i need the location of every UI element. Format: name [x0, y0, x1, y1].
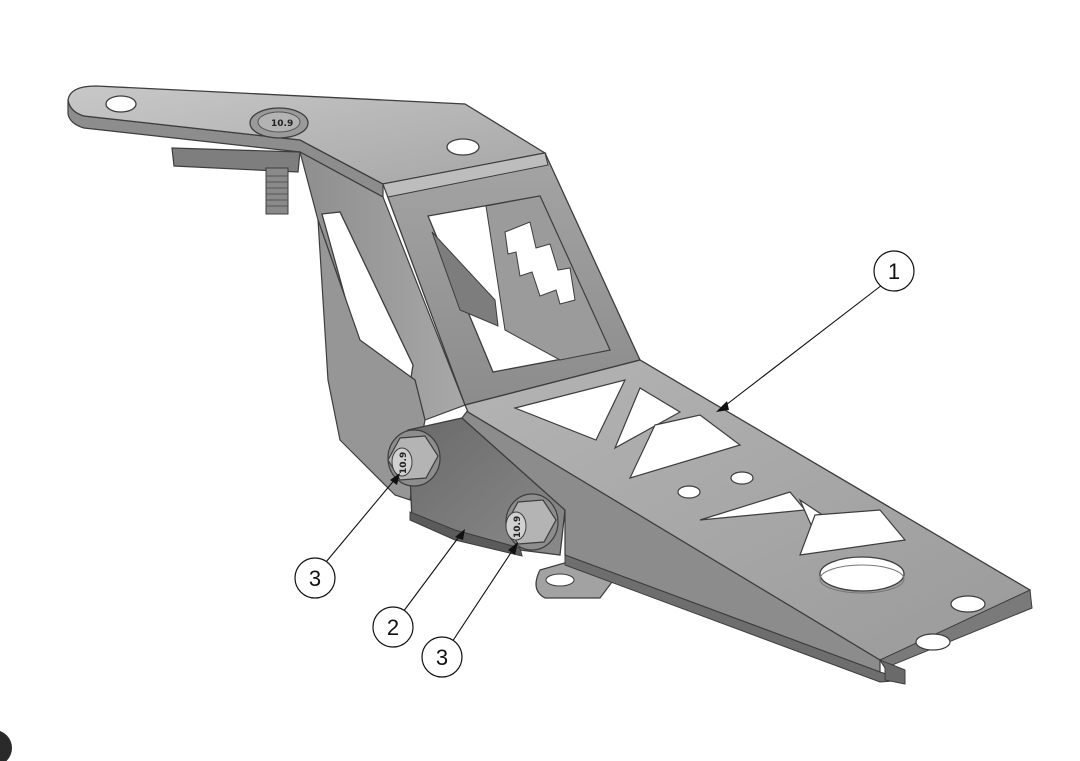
callout-3-lower: 3 — [421, 542, 518, 678]
bolt-lower: 10.9 — [505, 493, 559, 551]
bolt-upper: 10.9 — [387, 429, 441, 487]
callout-3-upper-label: 3 — [309, 566, 321, 591]
corner-mark — [0, 731, 12, 761]
callout-1-label: 1 — [888, 259, 900, 284]
svg-text:10.9: 10.9 — [271, 119, 293, 129]
threaded-stud — [265, 167, 289, 215]
callout-1: 1 — [716, 250, 915, 412]
arm-large-hole — [819, 556, 905, 592]
mount-hole-right — [446, 138, 480, 156]
upper-box — [299, 150, 641, 441]
bolt-lower-marking: 10.9 — [513, 516, 523, 538]
logo-cutout — [504, 221, 576, 305]
callout-2-label: 2 — [387, 615, 399, 640]
callout-3-upper: 3 — [294, 473, 400, 599]
callout-2: 2 — [372, 529, 465, 648]
mount-hole-left — [105, 95, 137, 113]
countersunk-screw: 10.9 — [249, 107, 309, 139]
bolt-upper-marking: 10.9 — [399, 452, 409, 474]
callout-3-lower-label: 3 — [436, 645, 448, 670]
main-arm — [461, 359, 1033, 685]
left-leg — [317, 219, 426, 501]
top-mounting-plate: 10.9 — [67, 85, 547, 215]
